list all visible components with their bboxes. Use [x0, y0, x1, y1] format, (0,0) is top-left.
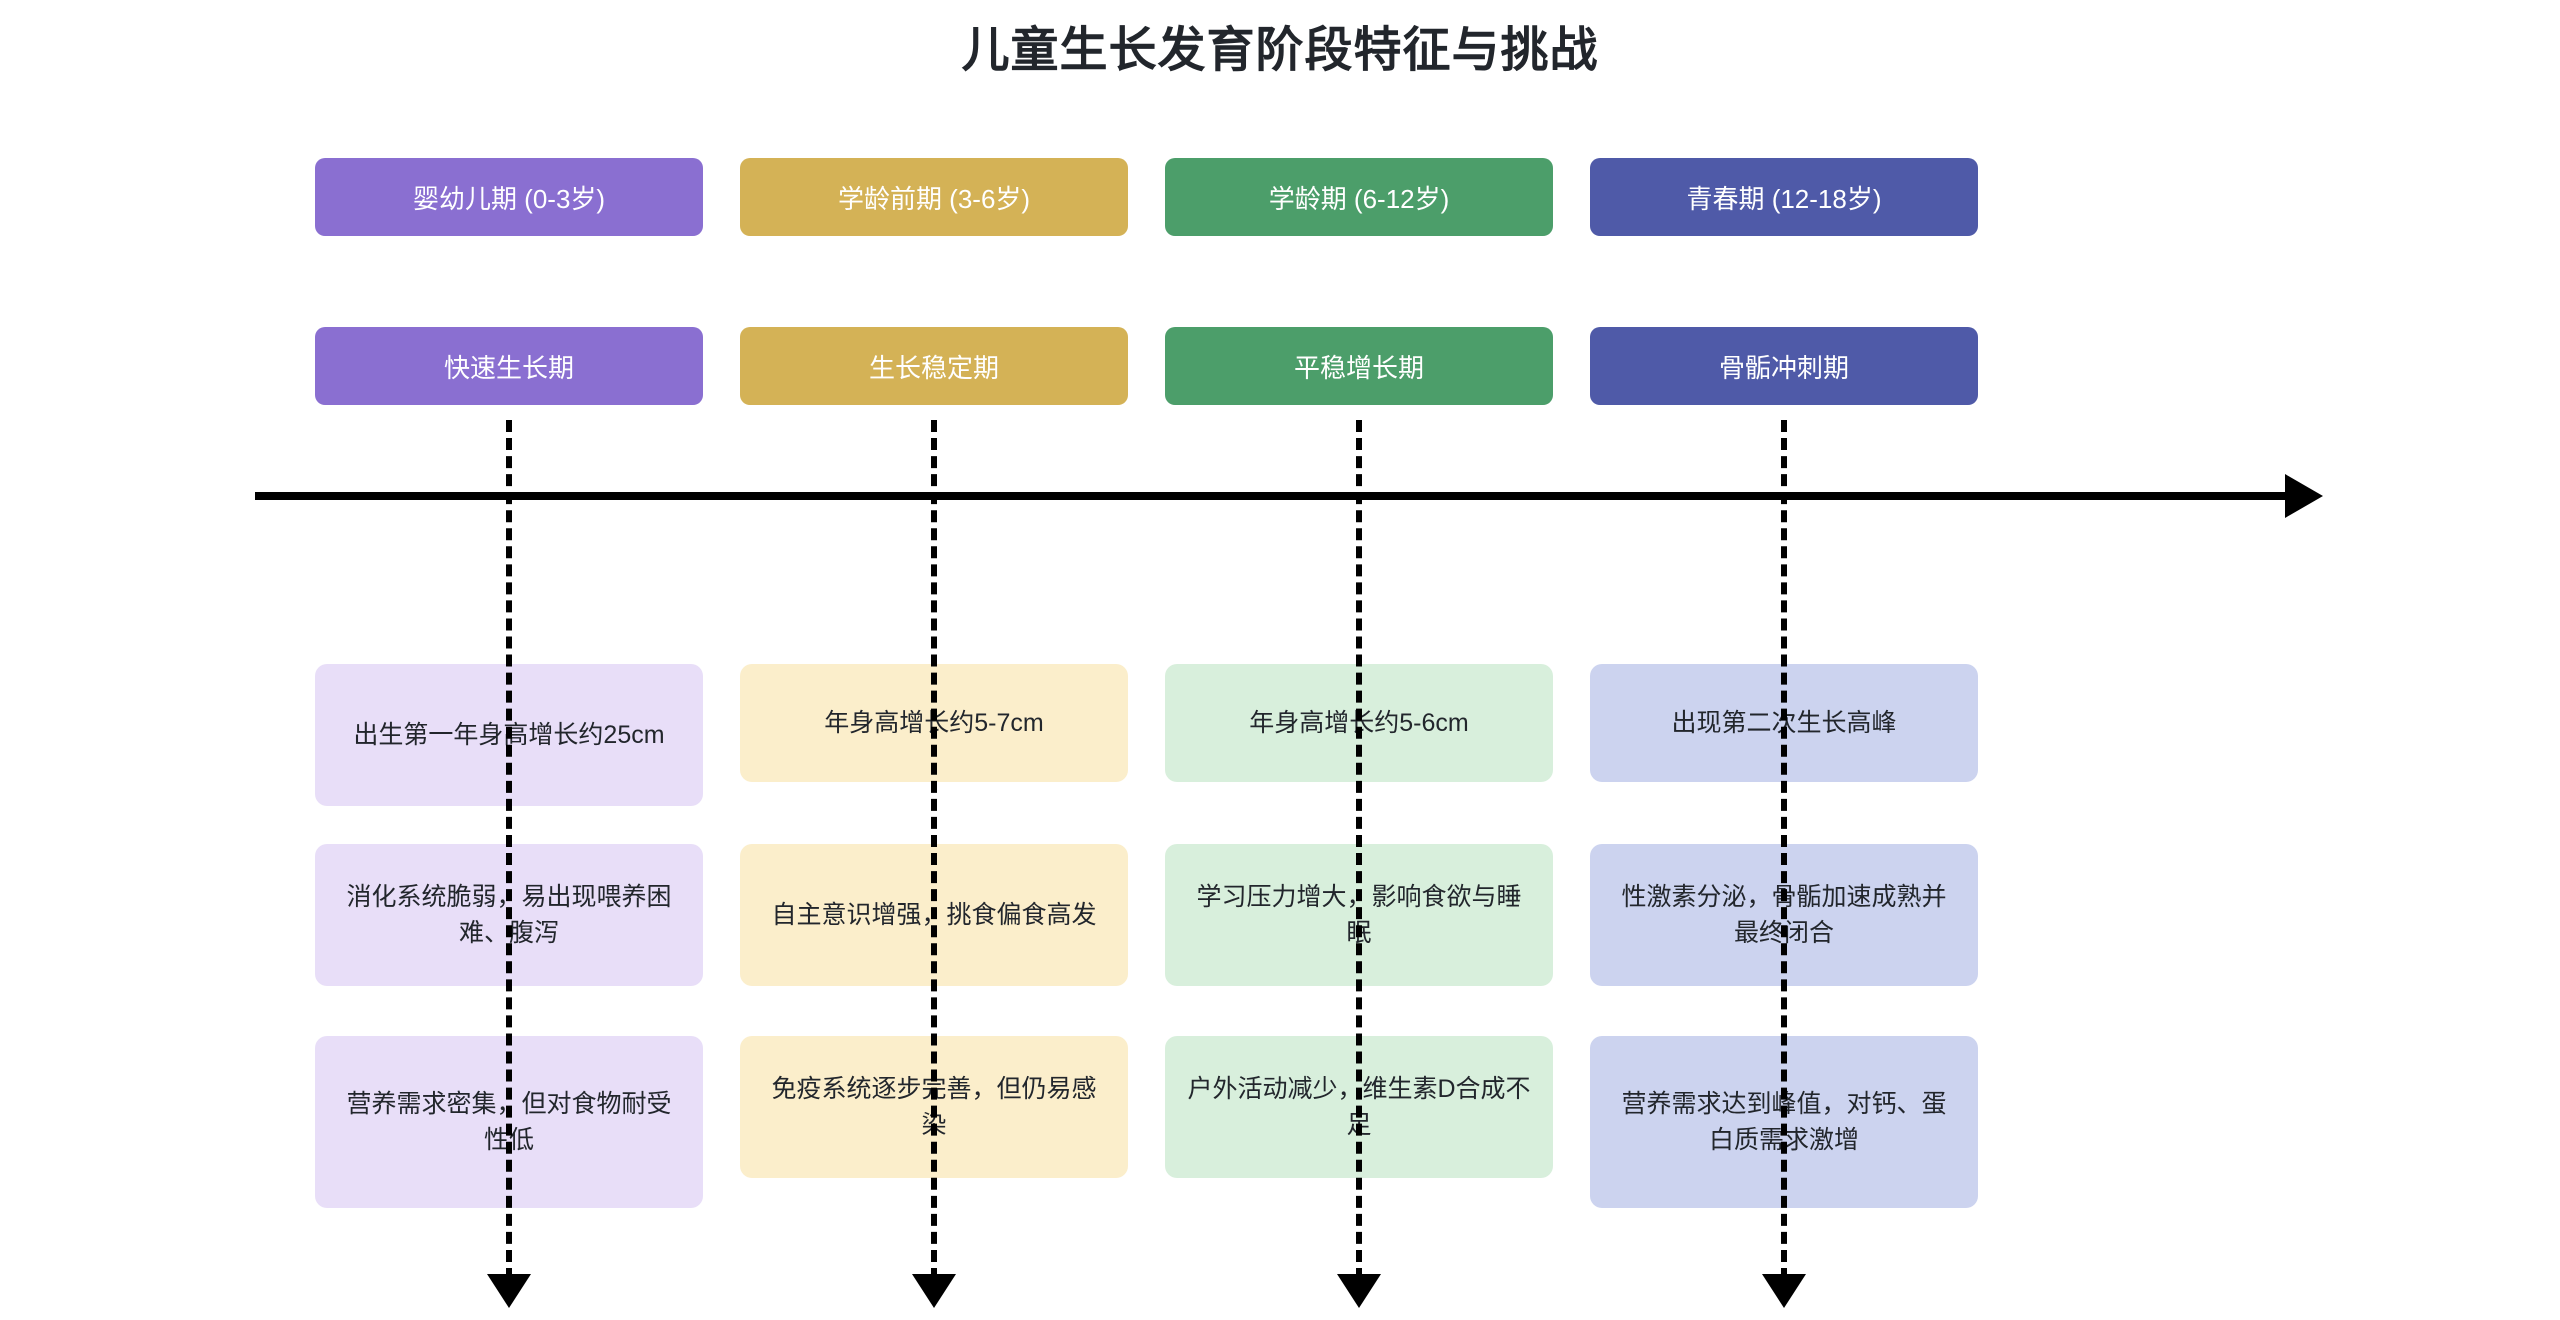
phase-chip[interactable]: 快速生长期 — [315, 327, 703, 405]
stage-chip[interactable]: 学龄前期 (3-6岁) — [740, 158, 1128, 236]
arrow-right-icon — [2285, 474, 2323, 518]
stage-chip[interactable]: 婴幼儿期 (0-3岁) — [315, 158, 703, 236]
dashed-connector — [1781, 420, 1787, 1280]
stage-chip[interactable]: 学龄期 (6-12岁) — [1165, 158, 1553, 236]
arrow-down-icon — [1762, 1274, 1806, 1308]
page-title: 儿童生长发育阶段特征与挑战 — [961, 24, 1599, 77]
timeline-axis — [255, 492, 2285, 500]
phase-chip[interactable]: 骨骺冲刺期 — [1590, 327, 1978, 405]
arrow-down-icon — [912, 1274, 956, 1308]
phase-chip[interactable]: 平稳增长期 — [1165, 327, 1553, 405]
dashed-connector — [506, 420, 512, 1280]
arrow-down-icon — [1337, 1274, 1381, 1308]
arrow-down-icon — [487, 1274, 531, 1308]
stage-chip[interactable]: 青春期 (12-18岁) — [1590, 158, 1978, 236]
phase-chip[interactable]: 生长稳定期 — [740, 327, 1128, 405]
dashed-connector — [931, 420, 937, 1280]
dashed-connector — [1356, 420, 1362, 1280]
